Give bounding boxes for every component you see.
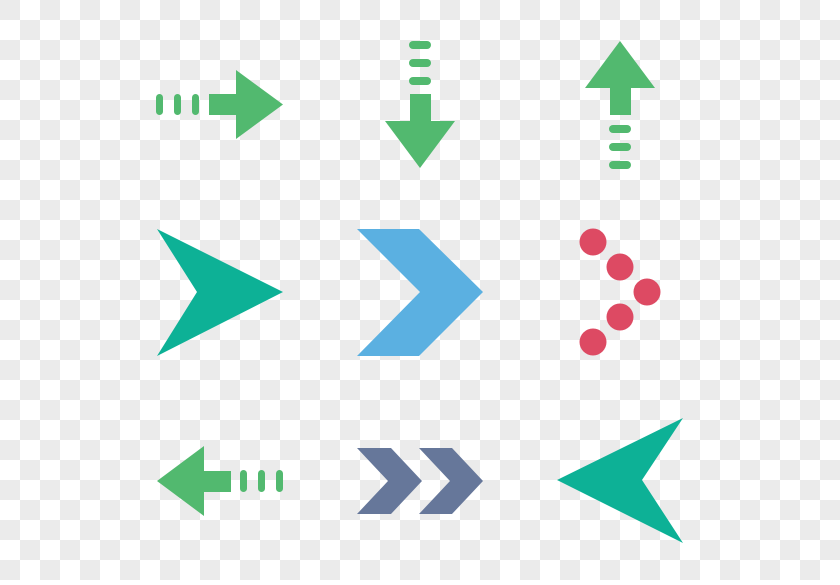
bottom-margin bbox=[0, 580, 840, 585]
chevron-right-icon: Chevron right bbox=[357, 229, 483, 356]
dashed-arrow-up-icon: Dashed arrow up bbox=[585, 41, 655, 169]
dashed-arrow-right-icon: Dashed arrow right bbox=[156, 70, 283, 139]
dotted-chevron-right-icon: Dotted chevron right bbox=[579, 228, 661, 356]
navigation-arrow-left-icon: Navigation arrow left bbox=[557, 418, 683, 543]
double-chevron-right-icon: Double chevron right bbox=[357, 448, 483, 514]
navigation-arrow-right-icon: Navigation arrow right bbox=[157, 229, 283, 356]
dashed-arrow-down-icon: Dashed arrow down bbox=[385, 41, 455, 168]
dashed-arrow-left-icon: Dashed arrow left bbox=[157, 446, 283, 516]
